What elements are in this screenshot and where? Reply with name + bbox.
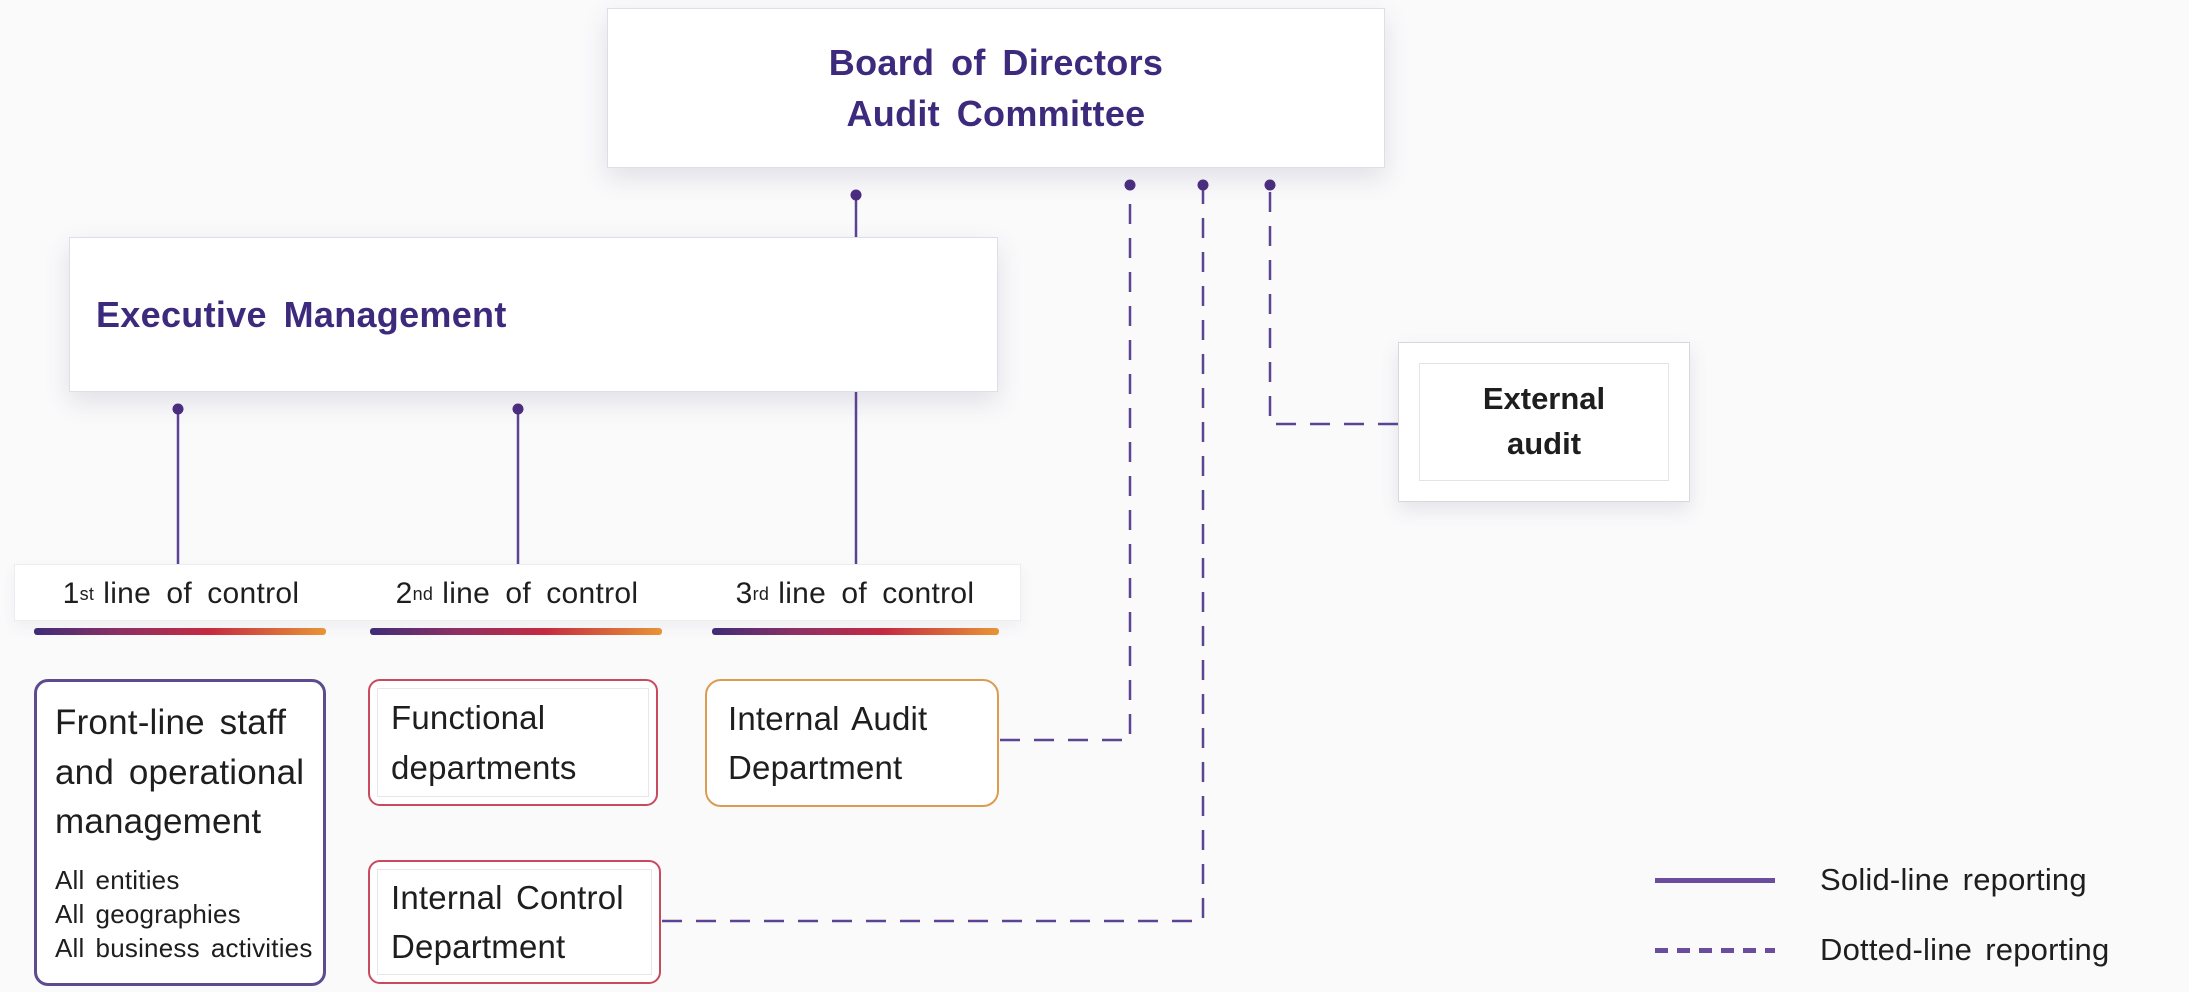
loc-text: line of control [778,576,975,610]
internal-audit-department-label: Internal Audit Department [728,699,928,787]
loc-number: 2 [395,576,413,610]
connector-dot [1264,179,1276,191]
board-title-line1: Board of Directors [828,41,1164,83]
external-audit-line2: audit [1506,426,1582,461]
functional-departments-label: Functional departments [377,688,649,797]
loc-number: 1 [62,576,80,610]
scope-item-entities: All entities [55,865,180,896]
loc-text: line of control [103,576,300,610]
functional-departments-box: Functional departments [368,679,658,806]
internal-control-department-box: Internal Control Department [368,860,661,984]
connector-dot [512,403,524,415]
gradient-underline-line3 [712,628,999,635]
board-title-line2: Audit Committee [846,93,1146,134]
scope-item-geographies: All geographies [55,898,241,929]
front-line-staff-scope-list: All entities All geographies All busines… [55,864,313,965]
connector-dot [1124,179,1136,191]
board-of-directors-box: Board of Directors Audit Committee [607,8,1385,168]
loc-text: line of control [442,576,639,610]
external-audit-box: External audit [1398,342,1690,502]
dashed-connector-board-to-internal-audit [1000,190,1132,742]
dashed-connector-board-to-internal-control [662,190,1205,923]
legend-solid-line-label: Solid-line reporting [1820,862,2087,897]
scope-item-business-activities: All business activities [55,932,313,963]
legend-dotted-line-label: Dotted-line reporting [1820,932,2110,967]
external-audit-inner: External audit [1419,363,1669,481]
front-line-staff-box: Front-line staff and operational managem… [34,679,326,986]
legend-solid-line-swatch [1655,878,1775,883]
internal-control-department-label: Internal Control Department [377,869,652,975]
executive-management-box: Executive Management [69,237,998,392]
connector-dot [1197,179,1209,191]
executive-management-label: Executive Management [96,293,507,335]
front-line-staff-title: Front-line staff and operational managem… [55,703,305,842]
external-audit-line1: External [1482,381,1606,417]
gradient-underline-line2 [370,628,662,635]
connector-dot [172,403,184,415]
loc-number: 3 [735,576,753,610]
dashed-connector-board-to-external-audit [1268,190,1398,426]
gradient-underline-line1 [34,628,326,635]
connector-dot [850,189,862,201]
legend-dotted-line-swatch [1655,948,1775,953]
internal-audit-department-box: Internal Audit Department [705,679,999,807]
